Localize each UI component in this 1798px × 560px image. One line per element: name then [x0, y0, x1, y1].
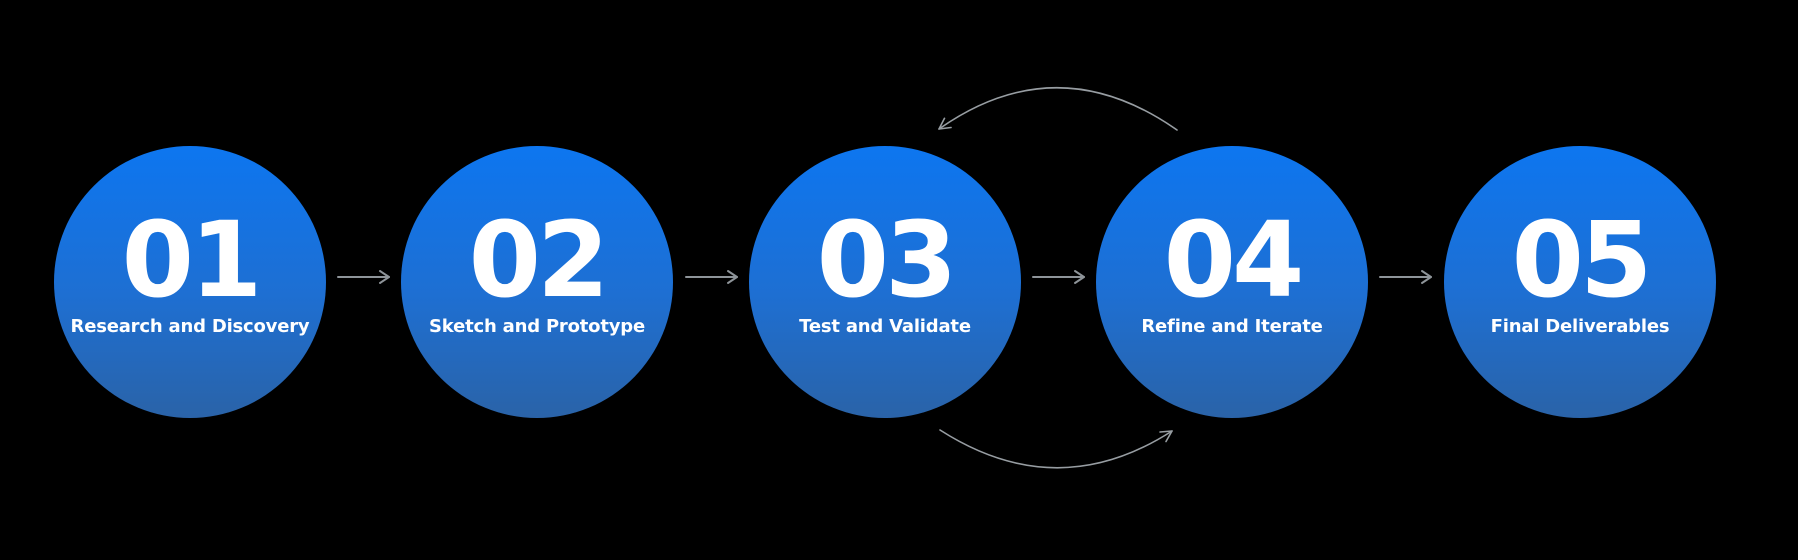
step-label: Research and Discovery: [70, 316, 310, 338]
step-label: Test and Validate: [799, 316, 971, 338]
step-circle-3: 03 Test and Validate: [749, 146, 1021, 418]
flow-arrow-step3-step4-icon: [1032, 270, 1085, 284]
flow-arrow-step2-step3-icon: [685, 270, 738, 284]
iteration-arrow-forward-bottom-icon: [939, 429, 1173, 469]
step-circle-1: 01 Research and Discovery: [54, 146, 326, 418]
step-number: 01: [121, 198, 263, 321]
step-label: Refine and Iterate: [1141, 316, 1323, 338]
step-number: 02: [468, 198, 610, 321]
step-number: 05: [1511, 198, 1653, 321]
step-circle-2: 02 Sketch and Prototype: [401, 146, 673, 418]
flow-arrow-step1-step2-icon: [337, 270, 390, 284]
flow-arrow-step4-step5-icon: [1379, 270, 1432, 284]
iteration-arrow-back-top-icon: [938, 87, 1178, 131]
step-circle-4: 04 Refine and Iterate: [1096, 146, 1368, 418]
step-label: Final Deliverables: [1490, 316, 1670, 338]
step-number: 04: [1163, 198, 1305, 321]
step-number: 03: [816, 198, 958, 321]
step-circle-5: 05 Final Deliverables: [1444, 146, 1716, 418]
step-label: Sketch and Prototype: [429, 316, 645, 338]
